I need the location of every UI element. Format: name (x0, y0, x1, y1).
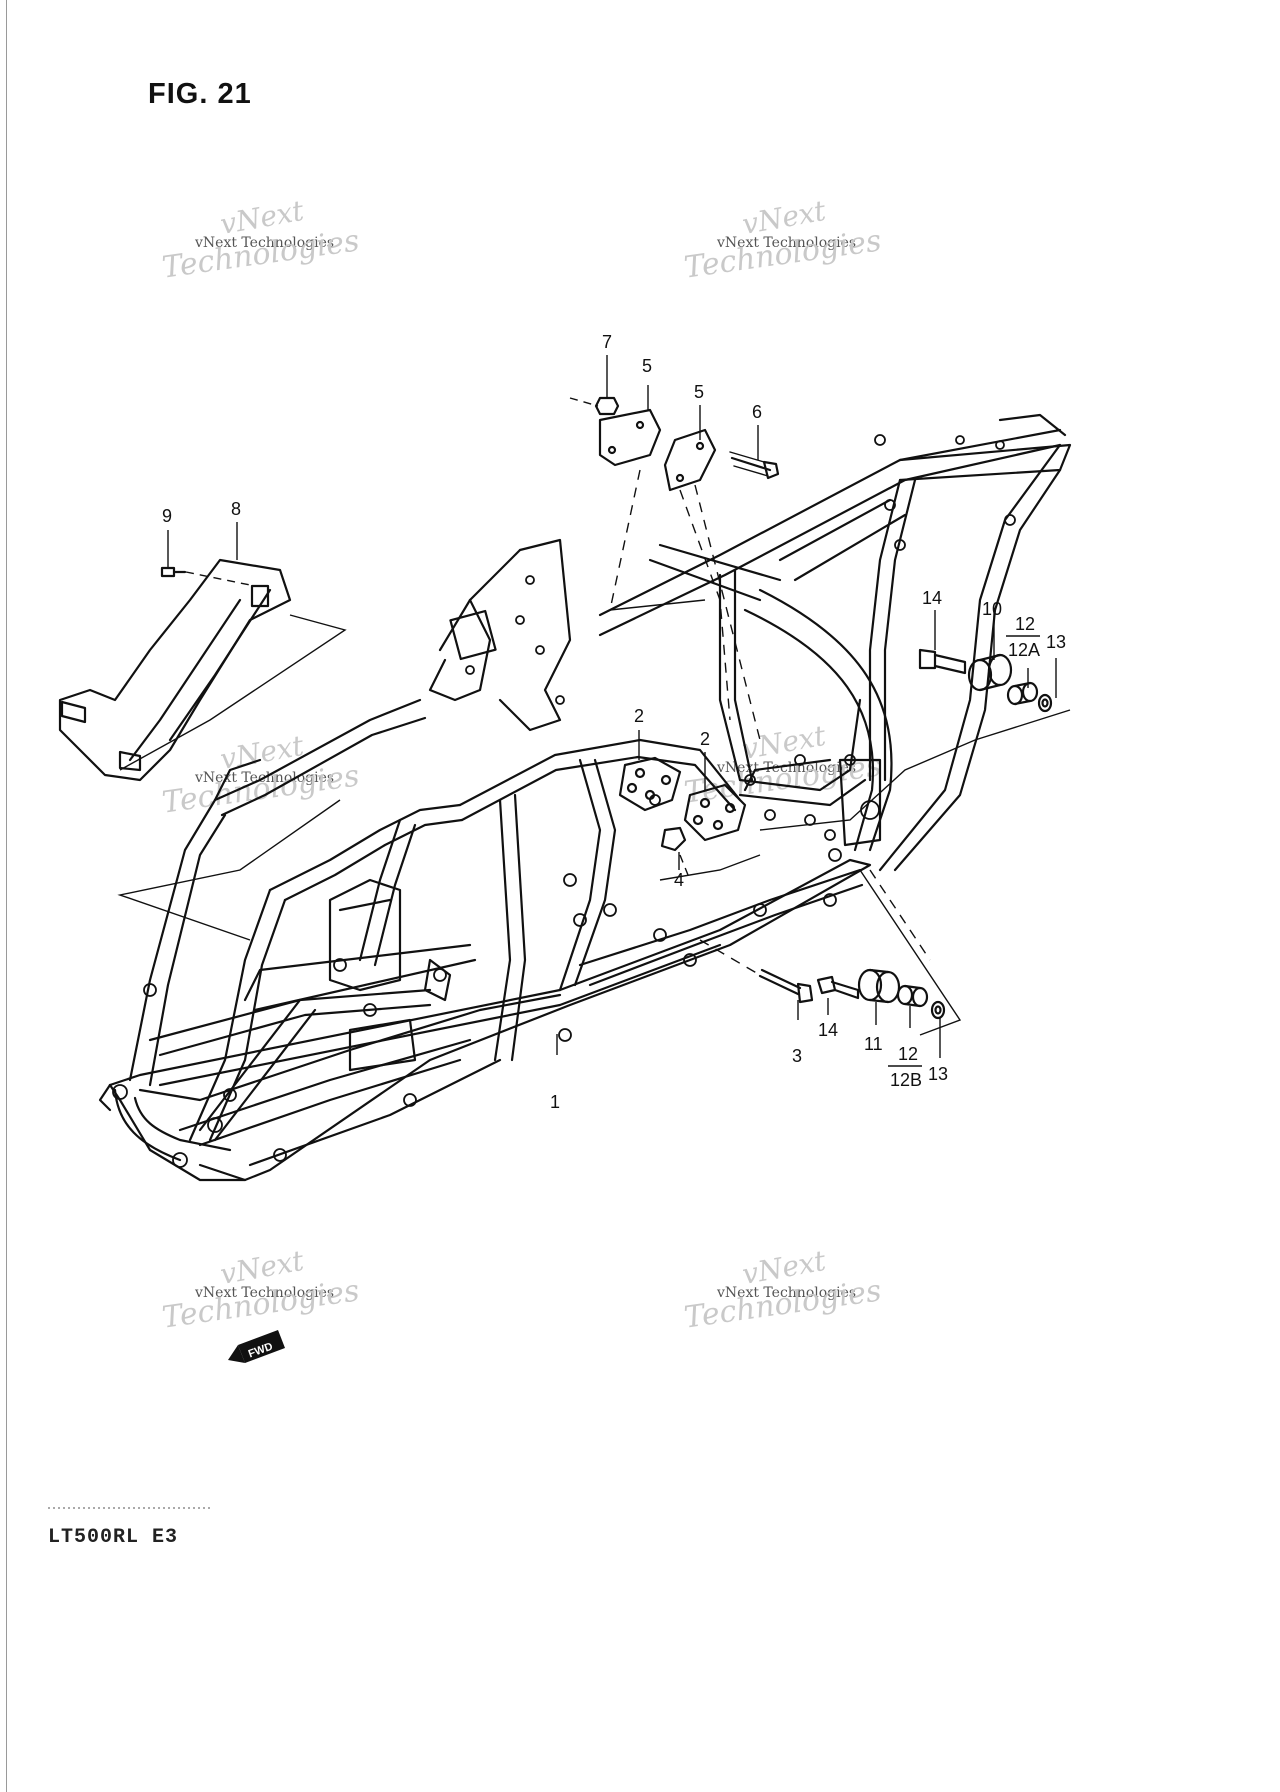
part-14-bolt-lower (816, 975, 860, 1000)
part-2-mount-plate-b (683, 783, 747, 842)
callout-12-lower: 12 (898, 1044, 918, 1064)
part-13-washer-upper (1037, 693, 1053, 713)
part-6-bolt (729, 451, 780, 480)
part-9-screw (160, 566, 187, 578)
callout-9: 9 (162, 506, 172, 526)
callout-5-left: 5 (642, 356, 652, 376)
callout-12a: 12A (1008, 640, 1040, 660)
callout-12-upper: 12 (1015, 614, 1035, 634)
part-3-bolt (758, 968, 814, 1004)
forward-direction-badge: FWD (228, 1330, 285, 1363)
leader-lines (117, 355, 1071, 1058)
part-8-guard (58, 558, 292, 782)
part-5-bracket-right (663, 428, 717, 492)
part-5-bracket-left (598, 408, 662, 467)
part-11-bushing (857, 968, 901, 1004)
model-code: LT500RL E3 (48, 1526, 179, 1549)
callout-1: 1 (550, 1092, 560, 1112)
frame-bolt-holes (112, 434, 1016, 1168)
part-7-nut (594, 396, 620, 416)
part-2-mount-plate-a (618, 756, 682, 812)
part-4-nut (660, 826, 687, 852)
callout-5-right: 5 (694, 382, 704, 402)
callout-12b: 12B (890, 1070, 922, 1090)
part-10-bushing (967, 653, 1013, 692)
part-12b-collar (896, 984, 929, 1008)
part-14-bolt-upper (918, 648, 967, 675)
part-12a-collar (1006, 681, 1039, 706)
callout-11: 11 (864, 1034, 883, 1054)
callout-8: 8 (231, 499, 241, 519)
callout-labels: 1 2 2 3 4 5 5 6 7 8 9 10 11 12 12A 12 12… (162, 332, 1066, 1112)
callout-10: 10 (982, 599, 1002, 619)
callout-14-upper: 14 (922, 588, 942, 608)
callout-14-lower: 14 (818, 1020, 838, 1040)
callout-4: 4 (674, 870, 684, 890)
part-13-washer-lower (930, 1000, 946, 1020)
page-edge-line (6, 0, 7, 1792)
callout-2-right: 2 (700, 729, 710, 749)
callout-6: 6 (752, 402, 762, 422)
callout-fraction-bars (888, 635, 1040, 1067)
callout-2-left: 2 (634, 706, 644, 726)
callout-13-lower: 13 (928, 1064, 948, 1084)
callout-3: 3 (792, 1046, 802, 1066)
callout-13-upper: 13 (1046, 632, 1066, 652)
callout-7: 7 (602, 332, 612, 352)
frame-body (98, 413, 1072, 1182)
figure-title: FIG. 21 (148, 78, 252, 110)
